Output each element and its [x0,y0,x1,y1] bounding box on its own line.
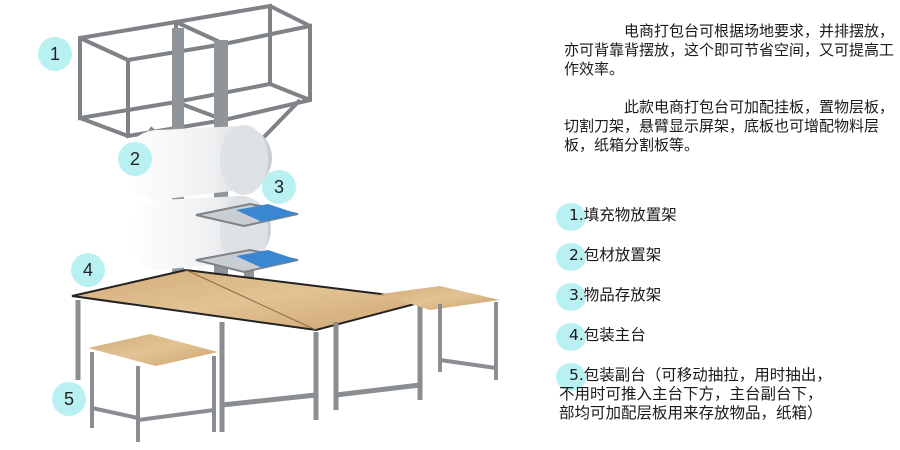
callout-3: 3 [262,170,296,204]
legend-dot [556,243,586,271]
packing-workbench-illustration [71,3,500,442]
legend-item-5: 5.包装副台（可移动抽拉，用时抽出， 不用时可推入主台下方，主台副台下， 部均可… [556,360,896,423]
legend-dot [556,283,586,311]
callout-5: 5 [52,382,86,416]
callout-2: 2 [118,142,152,176]
legend-dot [556,323,586,351]
item-shelves [195,202,299,274]
component-legend: 1.填充物放置架 2.包材放置架 3.物品存放架 4.包装主台 5.包装副台（可… [556,200,896,423]
legend-dot [556,203,586,231]
side-table-left [88,334,218,442]
legend-item-1: 1.填充物放置架 [556,200,896,240]
product-description: 电商打包台可根据场地要求，并排摆放，亦可背靠背摆放，这个即可节省空间，又可提高工… [564,22,894,155]
side-table-right [380,286,500,380]
legend-item-3: 3.物品存放架 [556,280,896,320]
main-table [71,268,431,432]
legend-item-4: 4.包装主台 [556,320,896,360]
description-paragraph-1: 电商打包台可根据场地要求，并排摆放，亦可背靠背摆放，这个即可节省空间，又可提高工… [564,22,895,78]
callout-1: 1 [38,37,72,71]
callout-4: 4 [71,253,105,287]
legend-dot [556,363,586,391]
legend-item-2: 2.包材放置架 [556,240,896,280]
description-paragraph-2: 此款电商打包台可加配挂板，置物层板，切割刀架，悬臂显示屏架，底板也可增配物料层板… [564,98,895,154]
